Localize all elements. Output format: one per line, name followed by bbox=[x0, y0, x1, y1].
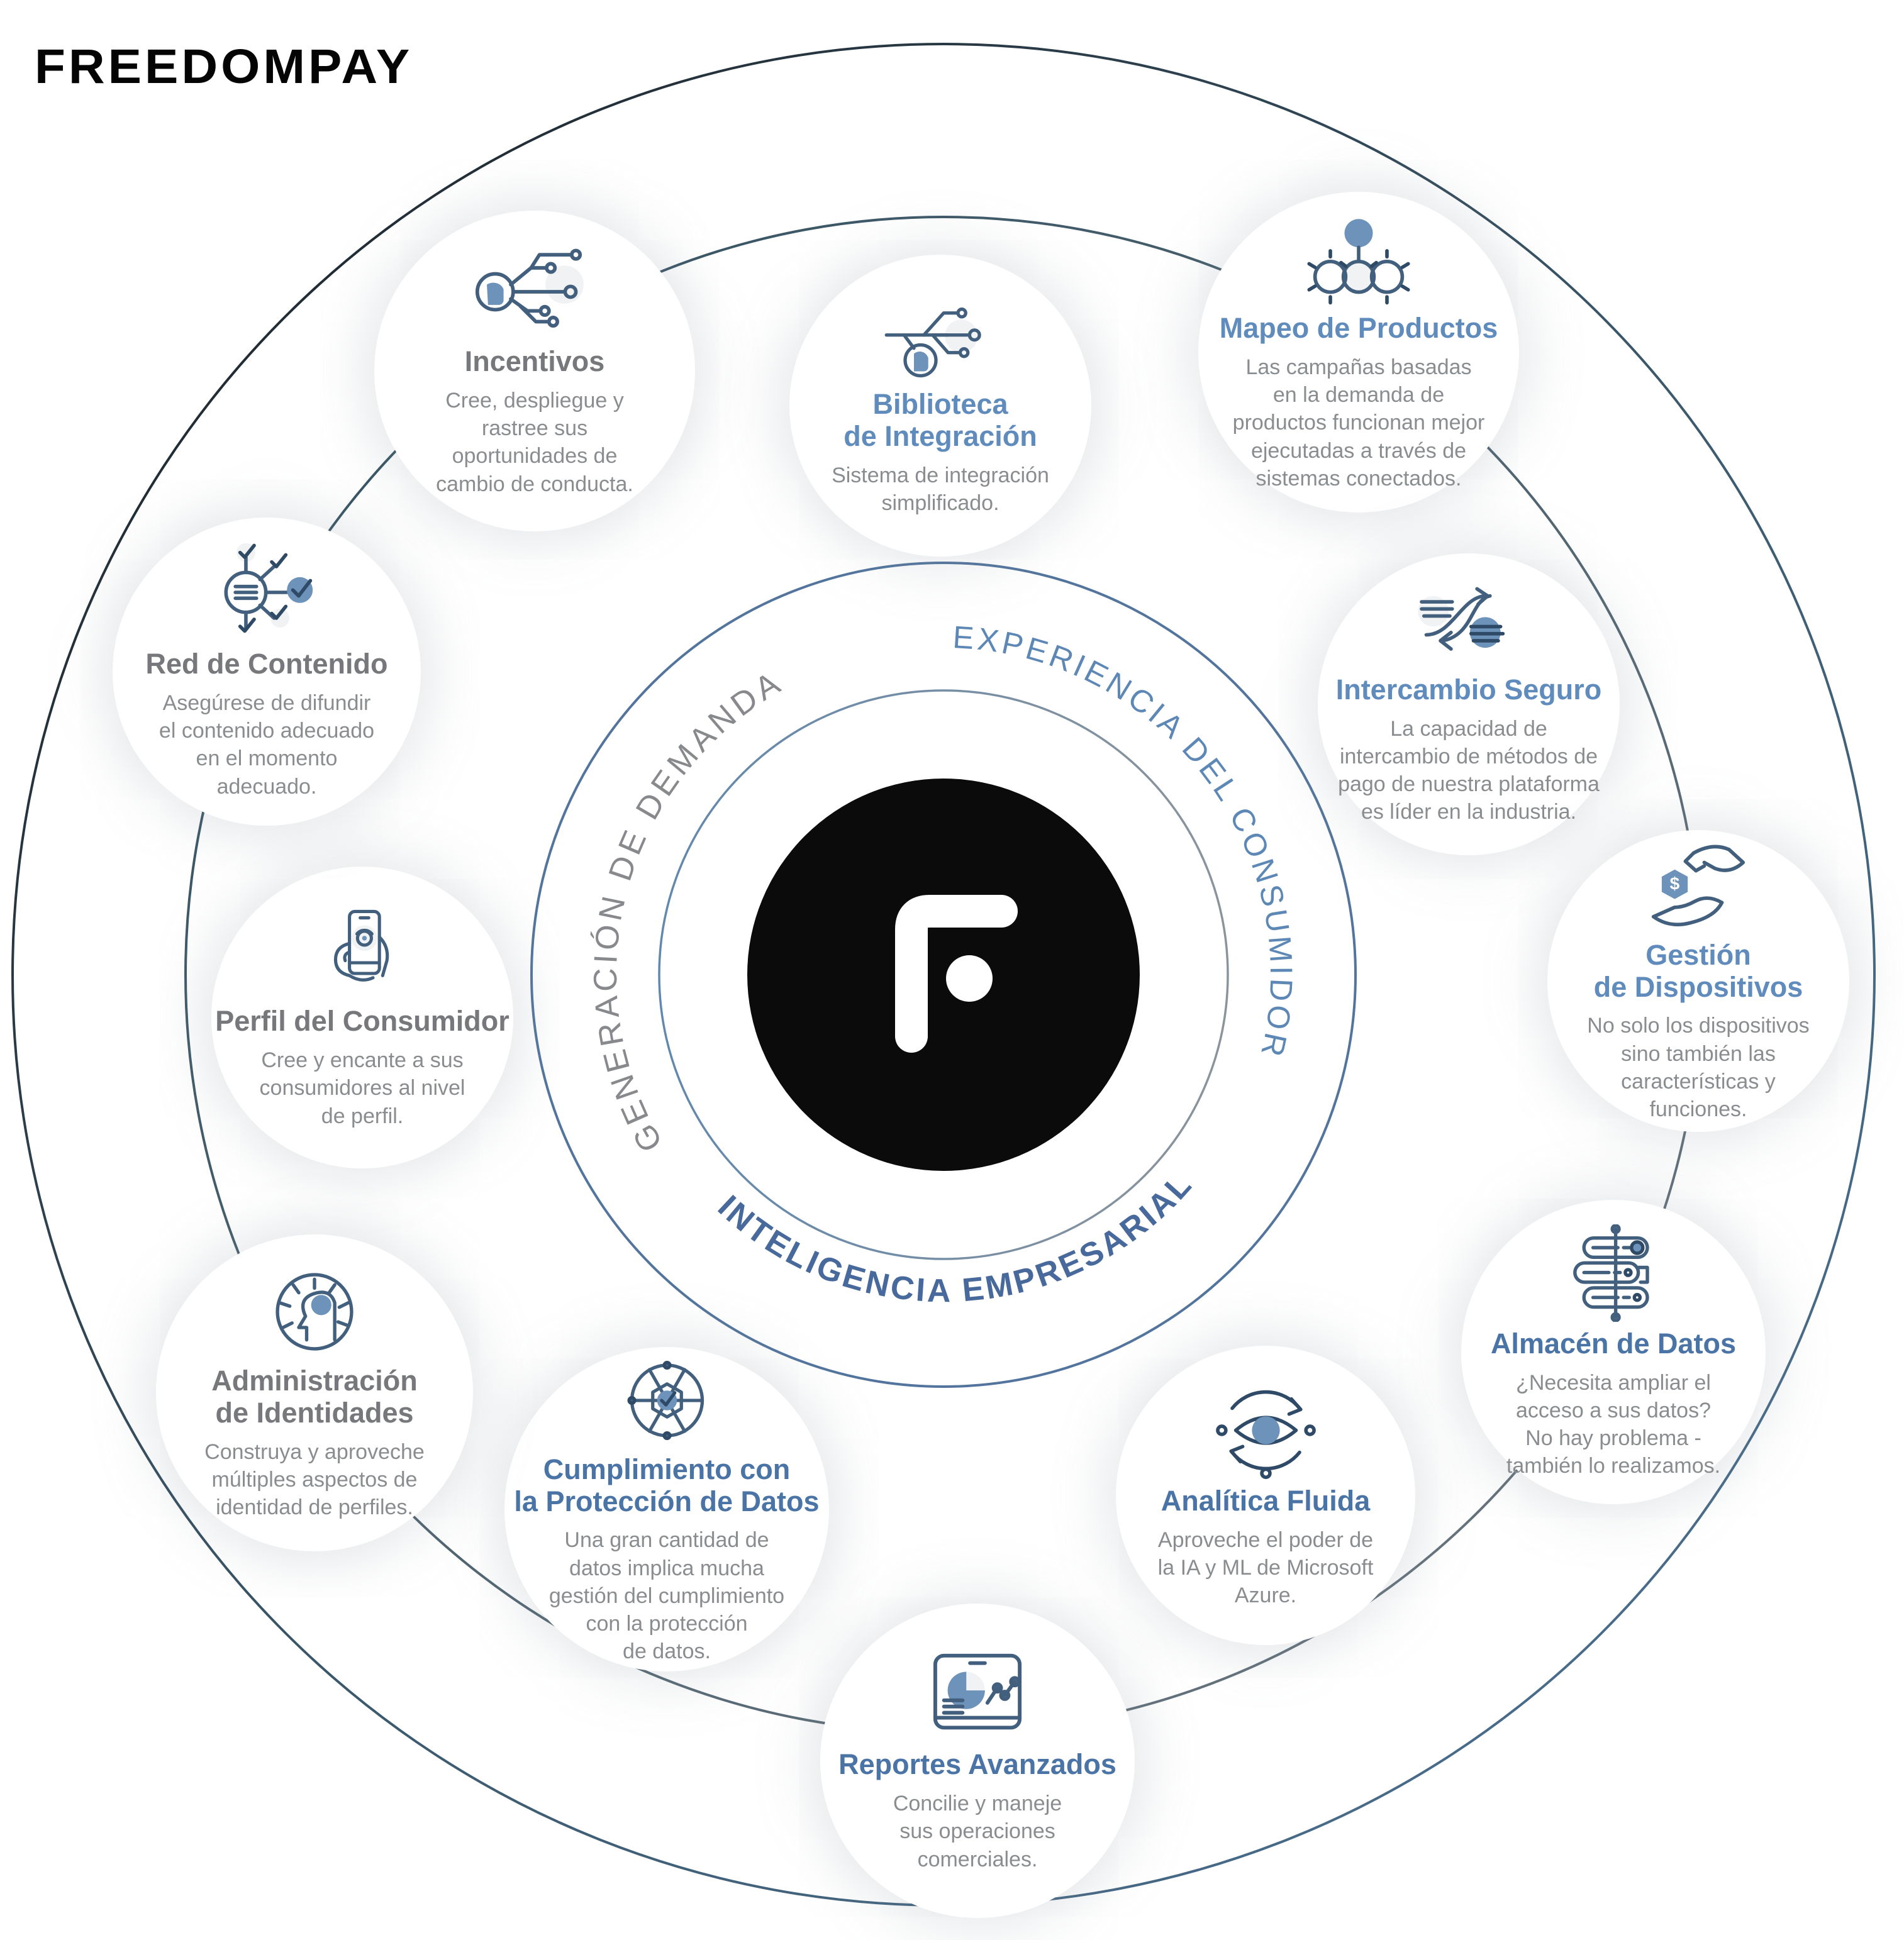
node-red: Red de Contenido Asegúrese de difundir e… bbox=[113, 518, 421, 826]
currency-glyph: $ bbox=[1670, 873, 1680, 893]
node-body: Asegúrese de difundir el contenido adecu… bbox=[159, 691, 375, 799]
node-body: La capacidad de intercambio de métodos d… bbox=[1338, 716, 1600, 824]
node-perfil: Perfil del Consumidor Cree y encante a s… bbox=[211, 867, 513, 1168]
node-title: Biblioteca de Integración bbox=[843, 387, 1037, 452]
node-title: Almacén de Datos bbox=[1490, 1327, 1737, 1360]
node-title: Red de Contenido bbox=[145, 648, 388, 680]
product-nodes-icon bbox=[1296, 212, 1422, 306]
compliance-wheel-icon bbox=[612, 1353, 722, 1448]
node-body: Construya y aproveche múltiples aspectos… bbox=[204, 1439, 425, 1519]
node-gestion: $ Gestión de Dispositivos No solo los di… bbox=[1547, 830, 1849, 1132]
node-title: Administración de Identidades bbox=[211, 1364, 418, 1429]
node-cumplimiento: Cumplimiento con la Protección de Datos … bbox=[504, 1347, 829, 1671]
phone-hand-icon bbox=[309, 905, 416, 999]
freedompay-wordmark: FREEDOMPAY bbox=[35, 39, 413, 94]
node-mapeo: Mapeo de Productos Las campañas basadas … bbox=[1198, 192, 1519, 513]
node-body: Las campañas basadas en la demanda de pr… bbox=[1232, 355, 1485, 491]
node-reportes: Reportes Avanzados Concilie y maneje sus… bbox=[820, 1604, 1135, 1918]
node-body: Aproveche el poder de la IA y ML de Micr… bbox=[1157, 1527, 1374, 1608]
node-title: Perfil del Consumidor bbox=[215, 1005, 509, 1038]
node-title: Mapeo de Productos bbox=[1219, 312, 1498, 345]
node-body: ¿Necesita ampliar el acceso a sus datos?… bbox=[1506, 1370, 1721, 1478]
ring-inner bbox=[658, 689, 1229, 1260]
node-body: Sistema de integración simplificado. bbox=[832, 463, 1049, 515]
identity-head-icon bbox=[258, 1265, 371, 1359]
freedompay-f-mark bbox=[747, 779, 1140, 1171]
node-incentivos: Incentivos Cree, despliegue y rastree su… bbox=[374, 211, 695, 531]
node-administracion: Administración de Identidades Construya … bbox=[156, 1234, 473, 1551]
head-circuit-icon bbox=[469, 244, 601, 340]
node-title: Reportes Avanzados bbox=[838, 1748, 1116, 1781]
node-body: Cree, despliegue y rastree sus oportunid… bbox=[436, 389, 633, 496]
hands-value-icon: $ bbox=[1639, 839, 1758, 933]
node-title: Cumplimiento con la Protección de Datos bbox=[514, 1453, 820, 1517]
dashboard-chart-icon bbox=[915, 1648, 1040, 1743]
node-intercambio: Intercambio Seguro La capacidad de inter… bbox=[1318, 553, 1620, 855]
node-biblioteca: Biblioteca de Integración Sistema de int… bbox=[789, 255, 1091, 557]
node-body: Una gran cantidad de datos implica mucha… bbox=[548, 1528, 785, 1664]
node-analitica: Analítica Fluida Aproveche el poder de l… bbox=[1116, 1346, 1415, 1645]
swap-arrows-icon bbox=[1409, 583, 1528, 668]
arc-label-inteligencia: INTELIGENCIA EMPRESARIAL bbox=[711, 1165, 1200, 1309]
node-title: Incentivos bbox=[464, 345, 605, 378]
node-title: Gestión de Dispositivos bbox=[1593, 938, 1803, 1003]
node-title: Analítica Fluida bbox=[1161, 1484, 1371, 1517]
server-stack-icon bbox=[1557, 1224, 1670, 1322]
node-title: Intercambio Seguro bbox=[1335, 673, 1602, 706]
node-body: Concilie y maneje sus operaciones comerc… bbox=[893, 1792, 1062, 1871]
node-almacen: Almacén de Datos ¿Necesita ampliar el ac… bbox=[1461, 1200, 1766, 1504]
ring-third bbox=[530, 562, 1357, 1388]
content-network-icon bbox=[203, 543, 331, 642]
node-body: No solo los dispositivos sino también la… bbox=[1587, 1014, 1810, 1122]
node-body: Cree y encante a sus consumidores al niv… bbox=[259, 1048, 465, 1128]
eye-cycle-icon bbox=[1208, 1382, 1324, 1479]
integration-branch-icon bbox=[877, 294, 1003, 382]
